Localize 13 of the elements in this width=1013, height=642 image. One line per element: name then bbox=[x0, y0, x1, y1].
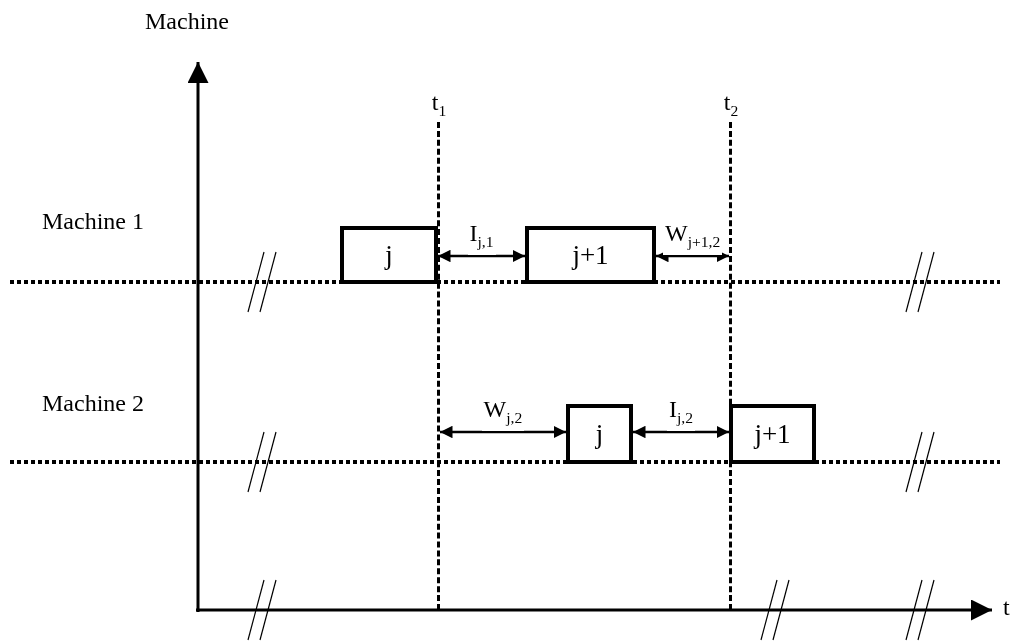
time-label: t$_{2}$ bbox=[722, 88, 740, 121]
machine-label: Machine 1 bbox=[42, 208, 144, 235]
axis-label: Machine bbox=[145, 8, 229, 35]
job-box: j+1 bbox=[525, 226, 656, 284]
time-label: t$_{1}$ bbox=[430, 88, 448, 121]
machine-label: Machine 2 bbox=[42, 390, 144, 417]
double-arrow bbox=[440, 425, 566, 439]
axis-label: t bbox=[1003, 594, 1010, 621]
job-box: j bbox=[566, 404, 633, 464]
job-box: j bbox=[340, 226, 438, 284]
double-arrow bbox=[438, 249, 525, 263]
job-box: j+1 bbox=[729, 404, 816, 464]
double-arrow bbox=[633, 425, 729, 439]
